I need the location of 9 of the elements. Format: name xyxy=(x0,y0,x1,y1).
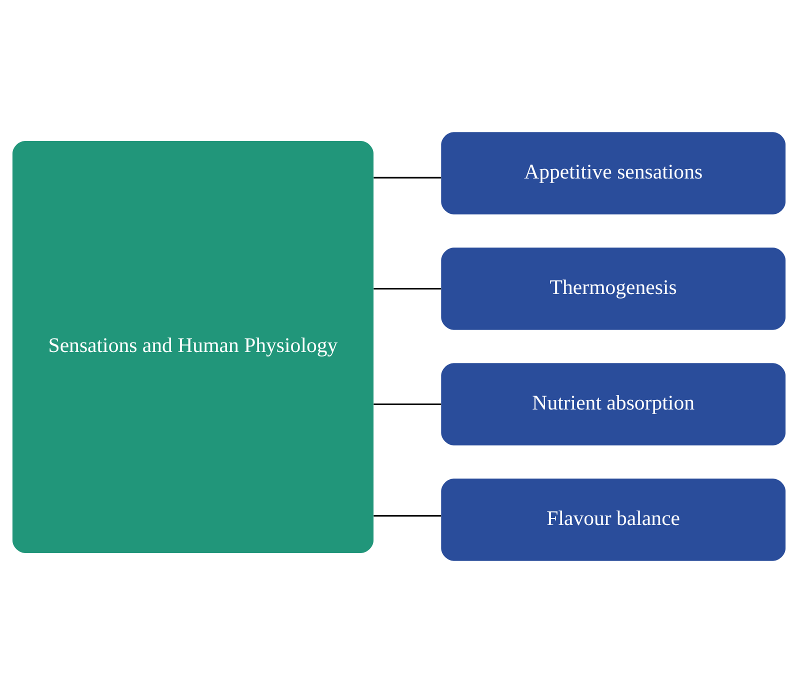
node-box: Thermogenesis xyxy=(441,248,786,330)
connector xyxy=(374,176,442,178)
node-box: Flavour balance xyxy=(441,478,786,561)
connector xyxy=(374,403,442,406)
connector xyxy=(374,288,442,290)
node-box: Sensations and Human Physiology xyxy=(12,141,374,554)
node-box: Appetitive sensations xyxy=(441,132,786,214)
connector xyxy=(374,515,442,517)
node-box: Nutrient absorption xyxy=(441,363,786,446)
